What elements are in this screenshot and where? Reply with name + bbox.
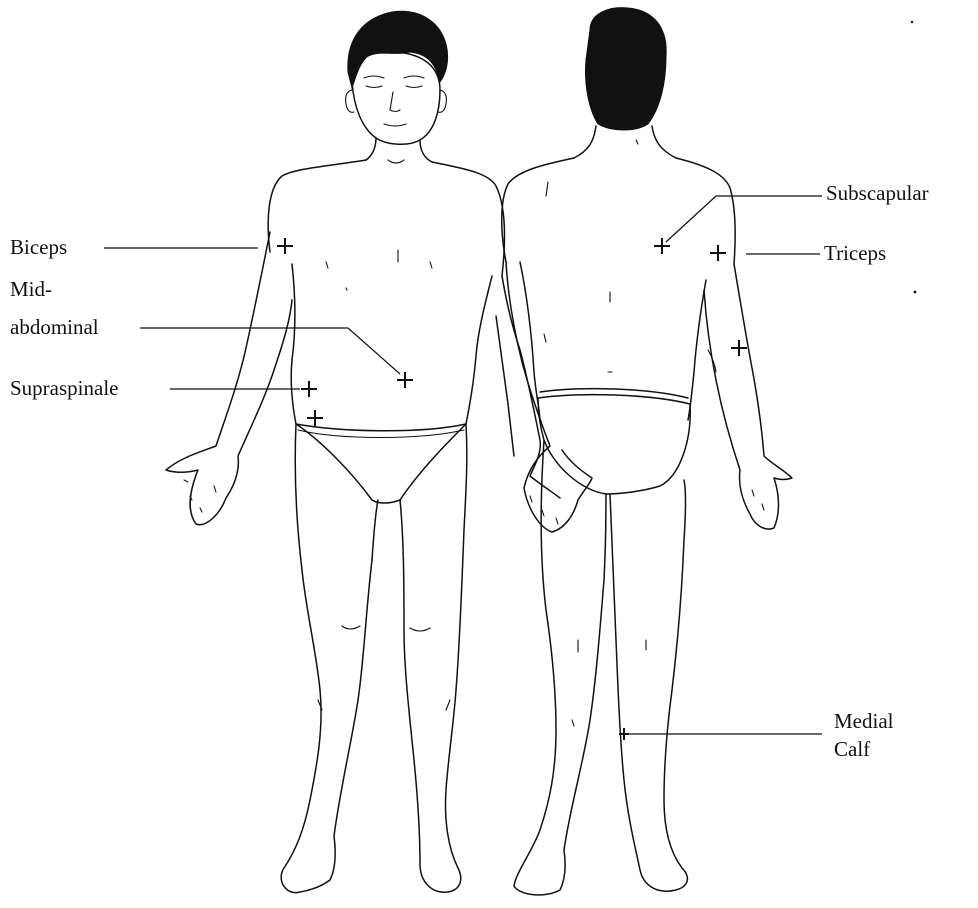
- triceps-mark: [711, 246, 725, 260]
- mid-abdominal-mark: [398, 373, 412, 387]
- supraspinale-mark-upper: [302, 382, 316, 396]
- mid-abdominal-label-line1: Mid-: [10, 277, 52, 301]
- back-right-arm: [704, 264, 792, 529]
- front-briefs: [296, 424, 466, 503]
- site-labels: Biceps Mid- abdominal Supraspinale Subsc…: [10, 181, 929, 761]
- biceps-label: Biceps: [10, 235, 67, 259]
- back-hair: [586, 8, 667, 130]
- medial-calf-label-line2: Calf: [834, 737, 870, 761]
- back-briefs: [538, 395, 690, 494]
- mid-abdominal-label-line2: abdominal: [10, 315, 99, 339]
- back-legs: [514, 440, 687, 895]
- triceps-label: Triceps: [824, 241, 886, 265]
- front-head: [352, 52, 440, 145]
- back-figure: [502, 8, 792, 895]
- medial-calf-label-line1: Medial: [834, 709, 894, 733]
- supraspinale-label: Supraspinale: [10, 376, 118, 400]
- triceps-lower-mark: [732, 341, 746, 355]
- subscapular-leader: [666, 196, 822, 242]
- biceps-mark: [278, 239, 292, 253]
- front-legs: [281, 424, 467, 893]
- front-figure: [166, 11, 560, 892]
- subscapular-label: Subscapular: [826, 181, 929, 205]
- mid-abdominal-leader: [140, 328, 400, 374]
- supraspinale-mark-lower: [308, 411, 322, 425]
- front-hair: [348, 11, 448, 88]
- front-torso: [268, 160, 504, 276]
- leader-lines: [104, 196, 822, 734]
